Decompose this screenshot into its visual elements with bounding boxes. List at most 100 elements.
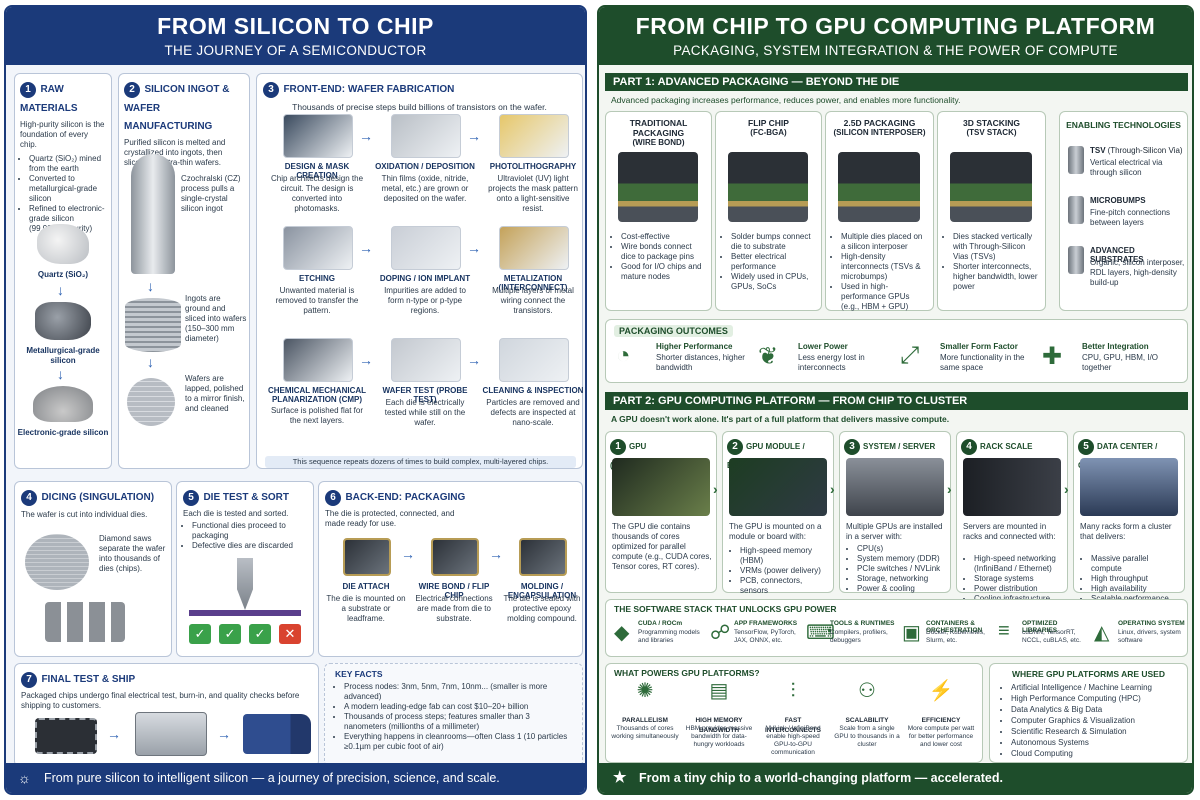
packaging-type-title: TRADITIONAL PACKAGING [629,118,688,138]
software-desc: Linux, drivers, system software [1118,629,1181,644]
right-footer-text: From a tiny chip to a world-changing pla… [639,771,1003,785]
software-stack-box: THE SOFTWARE STACK THAT UNLOCKS GPU POWE… [605,599,1188,657]
software-name: CONTAINERS & ORCHESTRATION [926,620,983,634]
frameworks-icon: ☍ [710,622,731,644]
fab-step-image [391,114,461,158]
list-item: High-density interconnects (TSVs & micro… [841,252,928,282]
material-label: Electronic-grade silicon [17,428,109,437]
stage-title: RACK SCALE [980,442,1033,451]
left-footer: ☼ From pure silicon to intelligent silic… [6,763,585,793]
fab-step-image [499,338,569,382]
enabling-tech-desc: Fine-pitch connections between layers [1090,208,1171,227]
arrow-down-icon: ↓ [57,282,64,298]
right-footer: ★ From a tiny chip to a world-changing p… [599,763,1192,793]
arrow-right-icon: → [489,546,503,562]
packaging-column: 2.5D PACKAGING(SILICON INTERPOSER)Multip… [825,111,934,311]
process-note: Ingots are ground and sliced into wafers… [185,294,247,343]
quartz-image [37,224,89,264]
section-dicing: 4 DICING (SINGULATION) The wafer is cut … [14,481,172,657]
fab-step-image [499,114,569,158]
uses-box: WHERE GPU PLATFORMS ARE USED Artificial … [989,663,1188,763]
power-name: FAST INTERCONNECTS [765,717,821,734]
arrow-down-icon: ↓ [57,366,64,382]
list-item: Cooling infrastructure [974,594,1063,604]
key-facts-title: KEY FACTS [335,669,383,679]
use-item: Artificial Intelligence / Machine Learni… [1011,682,1187,693]
parallelism-icon: ✺ [636,680,654,702]
stage-image [1080,458,1178,516]
list-item: Defective dies are discarded [192,541,307,551]
enabling-tech-icon [1068,146,1084,174]
fab-step-image [391,226,461,270]
list-item: Better electrical performance [731,252,816,272]
left-title: FROM SILICON TO CHIP [157,13,434,39]
packaging-column: 3D STACKING(TSV STACK)Dies stacked verti… [937,111,1046,311]
tools-icon: ⌨ [806,622,835,644]
use-item: Data Analytics & Big Data [1011,704,1187,715]
test-bar [189,610,301,616]
list-item: Good for I/O chips and mature nodes [621,262,706,282]
repeat-note: This sequence repeats dozens of times to… [265,456,576,468]
list-item: High-speed memory (HBM) [740,546,829,566]
efficiency-icon: ⚡ [928,680,954,702]
section-raw-materials: 1 RAW MATERIALS High-purity silicon is t… [14,73,112,469]
enabling-technologies-box: ENABLING TECHNOLOGIES TSV(Through-Silico… [1059,111,1188,311]
list-item: Wire bonds connect dice to package pins [621,242,706,262]
packaging-step-desc: Electrical connections are made from die… [415,594,493,623]
enabling-tech-label: MICROBUMPS [1090,196,1146,205]
step-number: 4 [21,490,37,506]
section-intro: Packaged chips undergo final electrical … [21,691,300,710]
fab-step-name: METALIZATION (INTERCONNECT) [498,274,568,292]
packaging-step-name: DIE ATTACH [342,582,390,591]
section-title: FINAL TEST & SHIP [41,674,136,685]
step-number: 3 [844,439,860,455]
section-title: RAW MATERIALS [20,84,78,114]
software-name: APP FRAMEWORKS [734,620,798,627]
section-intro: The die is protected, connected, and mad… [325,509,455,528]
step-number: 1 [610,439,626,455]
left-header: FROM SILICON TO CHIP THE JOURNEY OF A SE… [6,7,585,65]
enabling-tech-desc: Organic, silicon interposer, RDL layers,… [1090,258,1185,287]
packaging-type-subtitle: (FC-BGA) [750,128,787,137]
stage-desc: The GPU is mounted on a module or board … [729,522,822,541]
step-number: 5 [183,490,199,506]
metallurgical-silicon-image [35,302,91,340]
containers-icon: ▣ [902,622,921,644]
star-icon: ★ [613,769,627,786]
material-label: Metallurgical-grade silicon [26,346,100,365]
delivery-truck-icon [243,714,311,754]
memory-icon: ▤ [709,680,729,702]
section-ingot-wafer: 2 SILICON INGOT & WAFER MANUFACTURING Pu… [118,73,250,469]
fact-item: Thousands of process steps; features sma… [344,712,572,732]
use-item: Autonomous Systems [1011,737,1187,748]
outcome-desc: Shorter distances, higher bandwidth [656,353,745,372]
fab-step-name: DOPING / ION IMPLANT [379,274,471,283]
power-name: PARALLELISM [622,717,668,724]
section-die-test: 5 DIE TEST & SORT Each die is tested and… [176,481,314,657]
arrow-right-icon: › [830,481,835,497]
section-intro: Purified silicon is melted and crystalli… [124,138,226,167]
packaging-column: TRADITIONAL PACKAGING(WIRE BOND)Cost-eff… [605,111,712,311]
fab-step-image [283,114,353,158]
list-item: Used in high-performance GPUs (e.g., HBM… [841,282,928,312]
expand-icon: ⤢ [900,342,920,369]
section-intro: Thousands of precise steps build billion… [292,102,547,112]
list-item: Power & cooling [857,584,946,594]
step-number: 5 [1078,439,1094,455]
list-item: High throughput [1091,574,1180,584]
fab-step-name: ETCHING [299,274,335,283]
list-item: VRMs (power delivery) [740,566,829,576]
stage-image [963,458,1061,516]
step-number: 7 [21,672,37,688]
list-item: High availability [1091,584,1180,594]
linux-icon: ◭ [1094,622,1110,644]
speedometer-icon: ◔ [616,342,631,369]
list-item: Widely used in CPUs, GPUs, SoCs [731,272,816,292]
cuda-icon: ◆ [614,622,630,644]
arrow-right-icon: → [401,546,415,562]
list-item: Shorter interconnects, higher bandwidth,… [953,262,1040,292]
section-title: BACK-END: PACKAGING [345,492,466,503]
arrow-right-icon: → [467,240,481,256]
enabling-tech-label: ADVANCED SUBSTRATES [1090,246,1144,264]
